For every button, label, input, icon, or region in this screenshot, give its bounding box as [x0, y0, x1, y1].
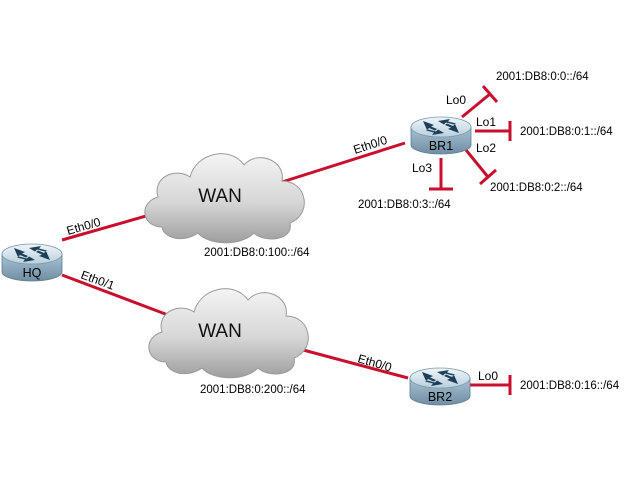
wan-cloud-2[interactable]: WAN	[148, 288, 309, 379]
router-label: HQ	[23, 266, 42, 280]
loopback-prefix-br1-lo0: 2001:DB8:0:0::/64	[496, 71, 589, 83]
link-hq-wan2[interactable]	[61, 273, 169, 317]
links	[61, 85, 512, 395]
loopback-name-br1-lo3: Lo3	[412, 161, 432, 175]
router-br1[interactable]: BR1	[410, 116, 472, 155]
loopback-name-br1-lo1: Lo1	[476, 115, 496, 129]
interface-label-br2-eth00: Eth0/0	[356, 351, 394, 374]
loopback-line-br1-lo0	[461, 92, 491, 119]
cloud-label: WAN	[198, 321, 242, 342]
loopback-terminator-icon	[481, 85, 499, 103]
loopback-name-br1-lo2: Lo2	[476, 141, 496, 155]
link-wan2-br2[interactable]	[291, 345, 409, 380]
router-hq[interactable]: HQ	[1, 243, 63, 282]
wan2-prefix: 2001:DB8:0:200::/64	[200, 384, 306, 396]
router-br2[interactable]: BR2	[409, 367, 471, 406]
link-hq-wan1[interactable]	[61, 210, 161, 242]
wan-cloud-1[interactable]: WAN	[144, 153, 305, 244]
link-wan1-br1[interactable]	[281, 141, 406, 184]
loopback-prefix-br1-lo1: 2001:DB8:0:1::/64	[520, 126, 613, 138]
loopback-prefix-br2-lo0: 2001:DB8:0:16::/64	[520, 380, 620, 392]
router-label: BR1	[429, 139, 453, 153]
loopback-name-br2-lo0: Lo0	[478, 369, 498, 383]
loopback-terminator-icon	[479, 168, 497, 186]
loopback-prefix-br1-lo2: 2001:DB8:0:2::/64	[490, 182, 583, 194]
loopback-name-br1-lo0: Lo0	[446, 93, 466, 107]
router-label: BR2	[428, 390, 452, 404]
cloud-label: WAN	[198, 186, 242, 207]
loopback-line-br1-lo2	[464, 149, 490, 178]
wan1-prefix: 2001:DB8:0:100::/64	[204, 247, 310, 259]
loopback-prefix-br1-lo3: 2001:DB8:0:3::/64	[358, 199, 451, 211]
